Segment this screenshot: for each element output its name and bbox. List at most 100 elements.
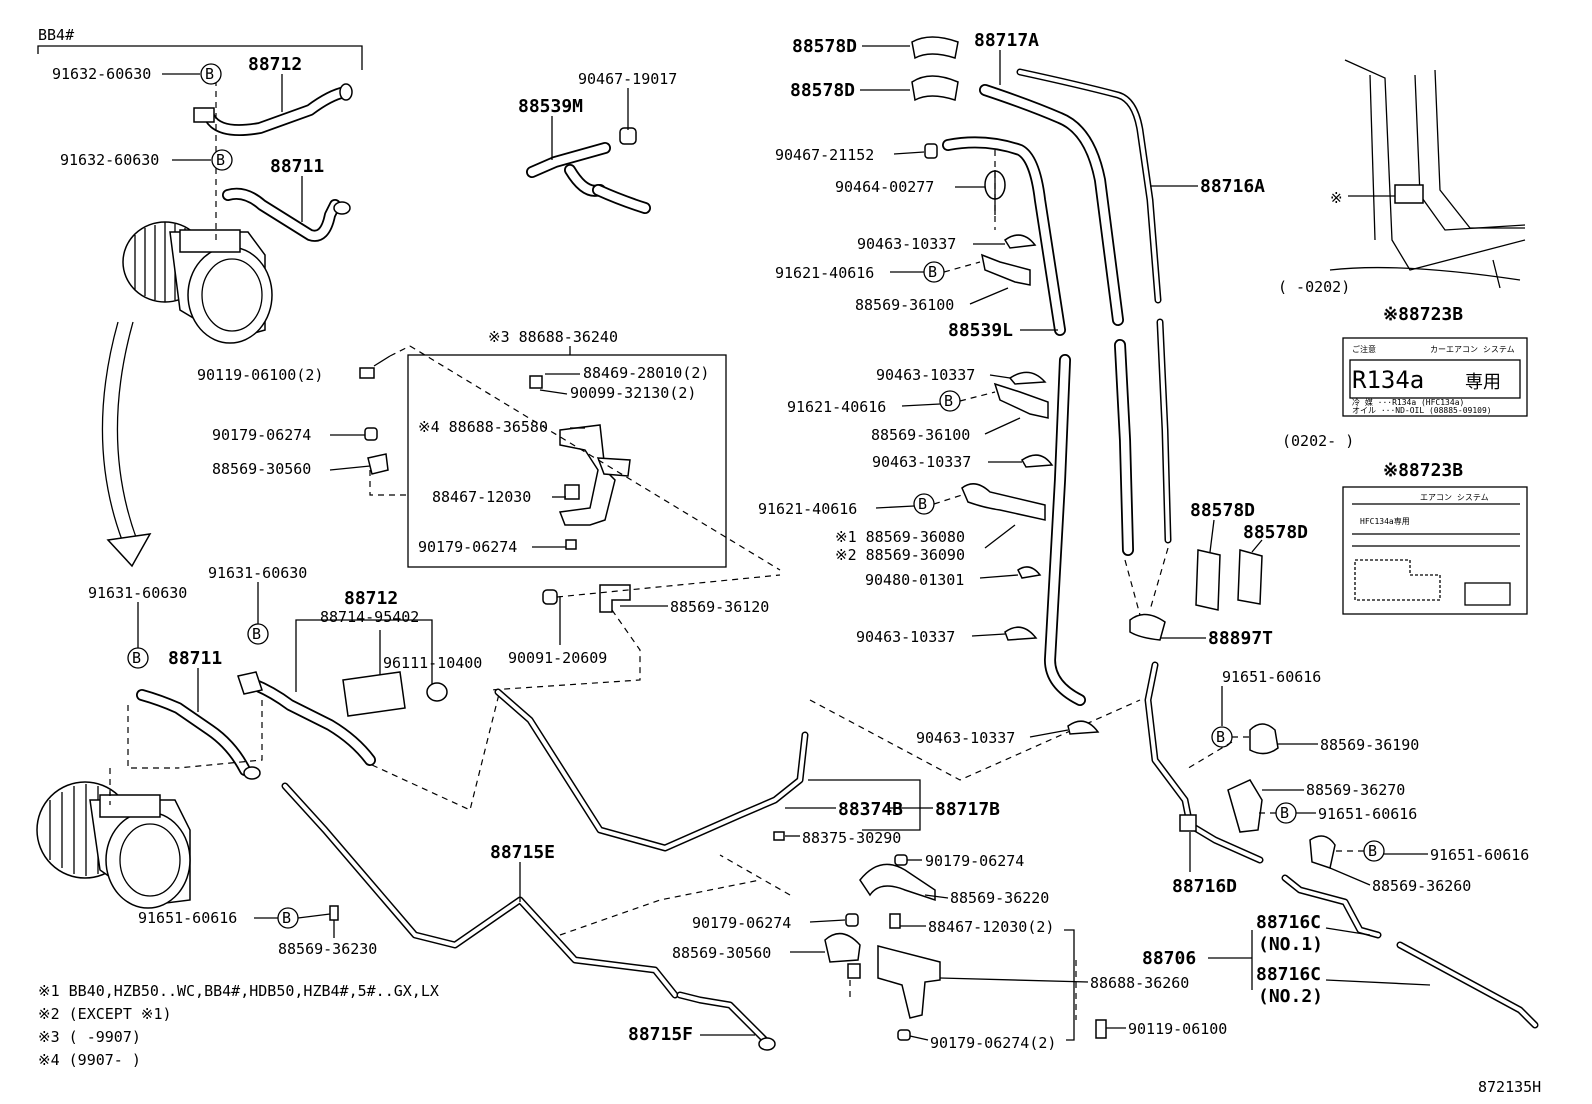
label-90099-32130: 90099-32130(2) bbox=[570, 384, 696, 402]
label-88469-28010: 88469-28010(2) bbox=[583, 364, 709, 382]
label-no2: (NO.2) bbox=[1258, 986, 1323, 1007]
label-90463-10337-c: 90463-10337 bbox=[872, 453, 971, 471]
label-88578d-d: 88578D bbox=[1243, 522, 1308, 543]
hose-88712-lower bbox=[237, 671, 376, 766]
label-91651-60616-a: 91651-60616 bbox=[138, 909, 237, 927]
label-88569-36270: 88569-36270 bbox=[1306, 781, 1405, 799]
label-asterisk: ※ bbox=[1330, 189, 1343, 207]
label-88715e: 88715E bbox=[490, 842, 555, 863]
label-91632-60630-a: 91632-60630 bbox=[52, 65, 151, 83]
label-88714-95402: 88714-95402 bbox=[320, 608, 419, 626]
label-96111-10400: 96111-10400 bbox=[383, 654, 482, 672]
hose-88539l bbox=[942, 136, 1086, 706]
label-90179-06274-b: 90179-06274 bbox=[925, 852, 1024, 870]
hose-88539m bbox=[526, 127, 651, 214]
bracket-box: ※3 88688-36240 88469-28010(2) 90099-3213… bbox=[407, 328, 727, 568]
note-3: ※3 ( -9907) bbox=[38, 1028, 141, 1046]
label-91632-60630-b: 91632-60630 bbox=[60, 151, 159, 169]
label-91631-60630-b: 91631-60630 bbox=[208, 564, 307, 582]
pipe-88715e bbox=[281, 782, 679, 999]
label-88539m: 88539M bbox=[518, 96, 583, 117]
label-88569-36080: ※1 88569-36080 bbox=[835, 528, 965, 546]
circle-b: B bbox=[282, 909, 291, 927]
bb4-bracket: BB4# bbox=[37, 26, 363, 70]
circle-b: B bbox=[928, 263, 937, 281]
transition-arrow bbox=[101, 321, 152, 568]
label-88467-12030-2: 88467-12030(2) bbox=[928, 918, 1054, 936]
label-88723b-a: ※88723B bbox=[1383, 304, 1463, 325]
label-88569-36220: 88569-36220 bbox=[950, 889, 1049, 907]
label-88711: 88711 bbox=[270, 156, 324, 177]
label-88716c-2: 88716C bbox=[1256, 964, 1321, 985]
note-1: ※1 BB40,HZB50..WC,BB4#,HDB50,HZB4#,5#..G… bbox=[38, 982, 439, 1000]
label-90119-06100-2: 90119-06100(2) bbox=[197, 366, 323, 384]
decal-caution: ご注意 bbox=[1352, 344, 1376, 354]
label-88688-36580: ※4 88688-36580 bbox=[418, 418, 548, 436]
label-88578d-b: 88578D bbox=[790, 80, 855, 101]
label-88897t: 88897T bbox=[1208, 628, 1273, 649]
label-88375-30290: 88375-30290 bbox=[802, 829, 901, 847]
label-90464-00277: 90464-00277 bbox=[835, 178, 934, 196]
label-88569-36260: 88569-36260 bbox=[1372, 877, 1471, 895]
circle-b: B bbox=[252, 625, 261, 643]
label-90179-06274-box: 90179-06274 bbox=[418, 538, 517, 556]
note-2: ※2 (EXCEPT ※1) bbox=[38, 1005, 172, 1023]
hose-88711-upper bbox=[222, 187, 351, 242]
label-91621-40616-a: 91621-40616 bbox=[775, 264, 874, 282]
label-90463-10337-d: 90463-10337 bbox=[856, 628, 955, 646]
label-90119-06100: 90119-06100 bbox=[1128, 1020, 1227, 1038]
circle-b: B bbox=[944, 392, 953, 410]
label-90467-21152: 90467-21152 bbox=[775, 146, 874, 164]
label-from-0202: (0202- ) bbox=[1282, 432, 1354, 450]
pipe-88715f bbox=[676, 991, 776, 1051]
circle-b: B bbox=[1368, 842, 1377, 860]
circle-b: B bbox=[205, 65, 214, 83]
hose-88711-lower bbox=[136, 689, 261, 780]
label-88539l: 88539L bbox=[948, 320, 1013, 341]
label-90463-10337-b: 90463-10337 bbox=[876, 366, 975, 384]
label-91621-40616-b: 91621-40616 bbox=[787, 398, 886, 416]
label-88688-36240: ※3 88688-36240 bbox=[488, 328, 618, 346]
label-88569-30560-a: 88569-30560 bbox=[212, 460, 311, 478]
label-88569-36090: ※2 88569-36090 bbox=[835, 546, 965, 564]
label-90463-10337-a: 90463-10337 bbox=[857, 235, 956, 253]
label-88723b-b: ※88723B bbox=[1383, 460, 1463, 481]
label-88578d-a: 88578D bbox=[792, 36, 857, 57]
pipe-88716c-no1 bbox=[1281, 874, 1382, 939]
decal-b-code: HFC134a専用 bbox=[1360, 516, 1410, 526]
decal-b-system: エアコン システム bbox=[1420, 493, 1489, 502]
label-90467-19017: 90467-19017 bbox=[578, 70, 677, 88]
label-90480-01301: 90480-01301 bbox=[865, 571, 964, 589]
decal-system: カーエアコン システム bbox=[1430, 345, 1515, 354]
label-until-0202: ( -0202) bbox=[1278, 278, 1350, 296]
label-88715f: 88715F bbox=[628, 1024, 693, 1045]
decal-oil: オイル ···ND-OIL (08885-09109) bbox=[1352, 406, 1492, 415]
compressor-upper bbox=[122, 221, 273, 344]
pipe-88716c-no2 bbox=[1396, 941, 1539, 1029]
label-88467-12030: 88467-12030 bbox=[432, 488, 531, 506]
label-88688-36260: 88688-36260 bbox=[1090, 974, 1189, 992]
label-88717b: 88717B bbox=[935, 799, 1000, 820]
pillar-detail bbox=[1329, 59, 1526, 289]
label-91621-40616-c: 91621-40616 bbox=[758, 500, 857, 518]
label-88716c-1: 88716C bbox=[1256, 912, 1321, 933]
label-91631-60630-a: 91631-60630 bbox=[88, 584, 187, 602]
label-88569-36100-a: 88569-36100 bbox=[855, 296, 954, 314]
compressor-lower bbox=[36, 781, 191, 909]
label-90463-10337-e: 90463-10337 bbox=[916, 729, 1015, 747]
label-88569-30560-b: 88569-30560 bbox=[672, 944, 771, 962]
label-88569-36190: 88569-36190 bbox=[1320, 736, 1419, 754]
label-88569-36100-b: 88569-36100 bbox=[871, 426, 970, 444]
label-88716a: 88716A bbox=[1200, 176, 1265, 197]
label-90179-06274-a: 90179-06274 bbox=[212, 426, 311, 444]
circle-b: B bbox=[918, 495, 927, 513]
label-88717a: 88717A bbox=[974, 30, 1039, 51]
figure-id: 872135H bbox=[1478, 1078, 1541, 1096]
hose-88717a bbox=[979, 84, 1134, 556]
note-4: ※4 (9907- ) bbox=[38, 1051, 141, 1069]
circle-b: B bbox=[216, 151, 225, 169]
label-88569-36120: 88569-36120 bbox=[670, 598, 769, 616]
decal-88723b-new: エアコン システム HFC134a専用 bbox=[1342, 486, 1528, 615]
label-88706: 88706 bbox=[1142, 948, 1196, 969]
